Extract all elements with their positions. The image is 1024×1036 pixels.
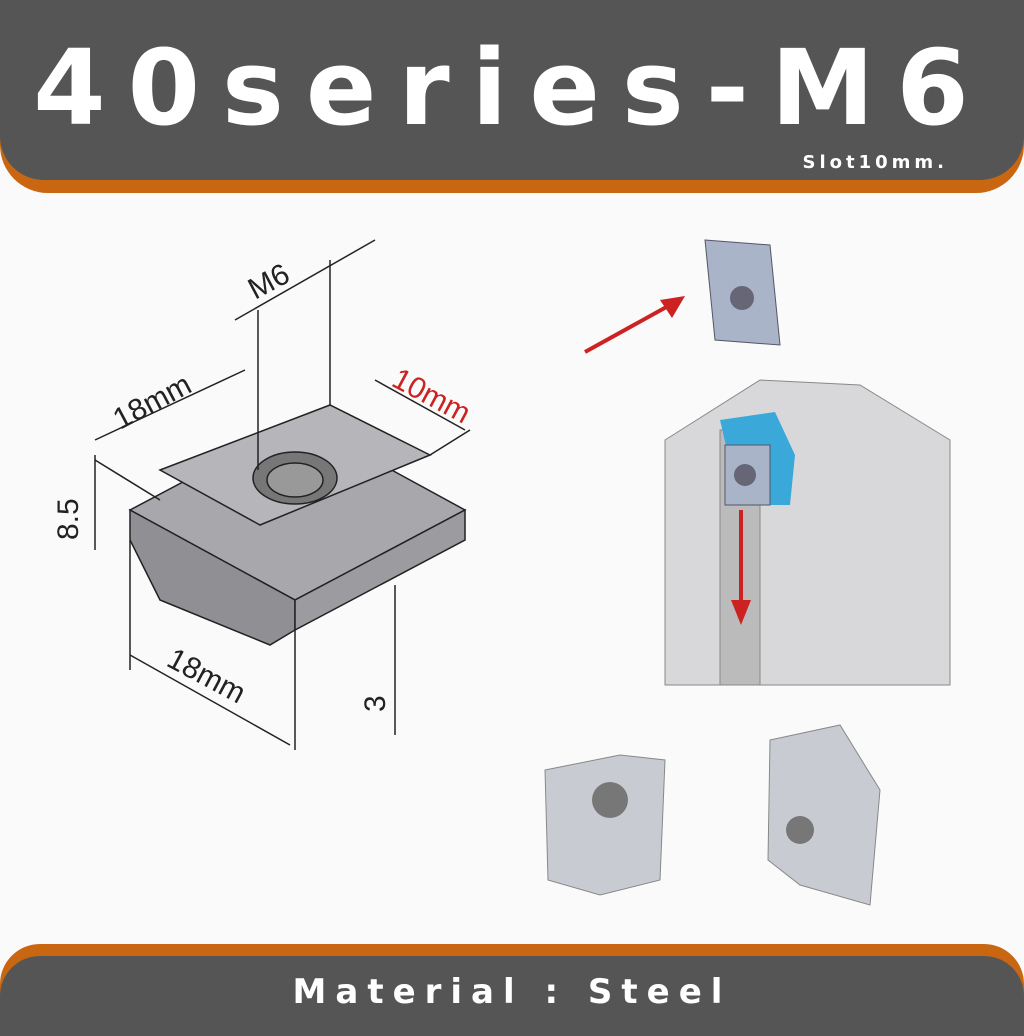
slot-width-label: 10mm: [387, 362, 476, 430]
insertion-illustration: [584, 239, 951, 686]
material-label: Material : Steel: [292, 972, 732, 1012]
product-title: 40series-M6: [33, 27, 991, 149]
tnut-dimension-drawing: [94, 239, 471, 750]
height-label: 8.5: [52, 498, 85, 540]
width-label: 18mm: [108, 368, 197, 436]
lip-height-label: 3: [359, 695, 392, 712]
length-label: 18mm: [162, 642, 251, 710]
thread-size-label: M6: [243, 257, 295, 306]
tnut-photos: [544, 724, 881, 906]
slot-size-label: Slot10mm.: [802, 152, 948, 173]
footer-banner: [0, 956, 1024, 1036]
header-banner: [0, 0, 1024, 180]
